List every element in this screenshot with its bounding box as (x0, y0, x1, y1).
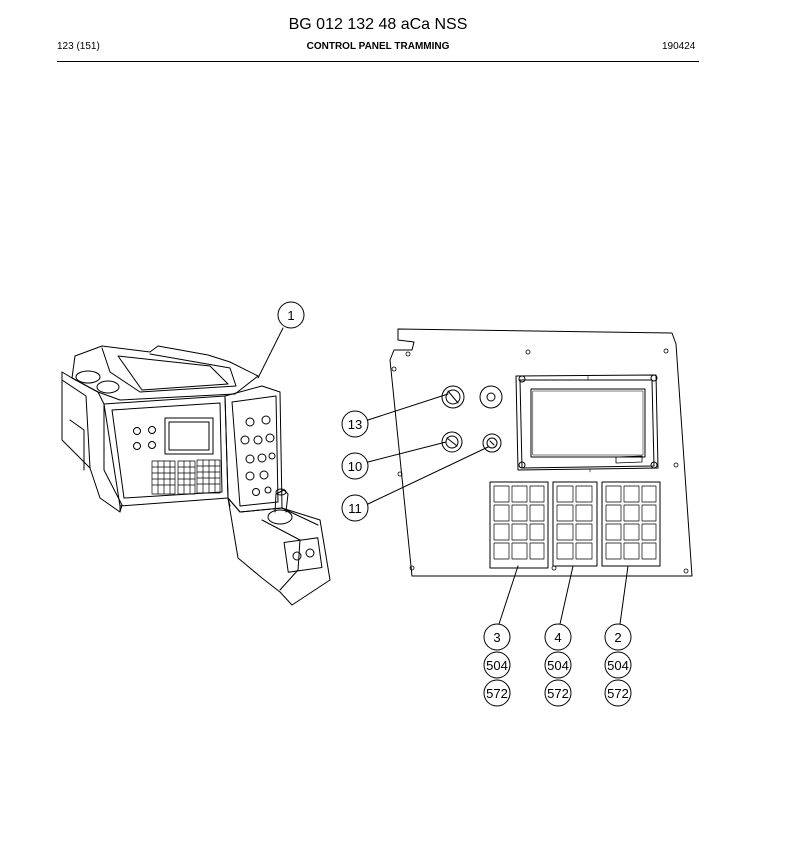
flat-control-panel (389, 328, 693, 577)
callout-balloons (277, 301, 632, 707)
callout-label-13: 13 (348, 417, 362, 432)
callout-504-a (483, 651, 511, 679)
callout-13 (341, 410, 369, 438)
callout-504-b (544, 651, 572, 679)
callout-label-3: 3 (493, 630, 500, 645)
callout-label-10: 10 (348, 459, 362, 474)
page-number: 123 (151) (57, 41, 100, 52)
callout-label-11: 11 (348, 501, 362, 516)
callout-label-1: 1 (287, 308, 294, 323)
callout-1 (277, 301, 305, 329)
callout-2 (604, 623, 632, 651)
document-title: BG 012 132 48 aCa NSS (288, 16, 468, 33)
callout-label-572-a: 572 (486, 686, 508, 701)
callout-11 (341, 494, 369, 522)
callout-4 (544, 623, 572, 651)
leader-lines (257, 327, 629, 625)
callout-572-c (604, 679, 632, 707)
callout-10 (341, 452, 369, 480)
callout-3 (483, 623, 511, 651)
callout-572-b (544, 679, 572, 707)
callout-504-c (604, 651, 632, 679)
callout-label-4: 4 (554, 630, 561, 645)
callout-label-2: 2 (614, 630, 621, 645)
callout-label-504-a: 504 (486, 658, 508, 673)
control-console-3d (61, 345, 331, 606)
section-title: CONTROL PANEL TRAMMING (306, 41, 450, 52)
callout-label-572-c: 572 (607, 686, 629, 701)
callout-572-a (483, 679, 511, 707)
callout-label-504-c: 504 (607, 658, 629, 673)
header-rule (57, 61, 699, 62)
callout-label-572-b: 572 (547, 686, 569, 701)
document-date: 190424 (662, 41, 696, 52)
callout-label-504-b: 504 (547, 658, 569, 673)
